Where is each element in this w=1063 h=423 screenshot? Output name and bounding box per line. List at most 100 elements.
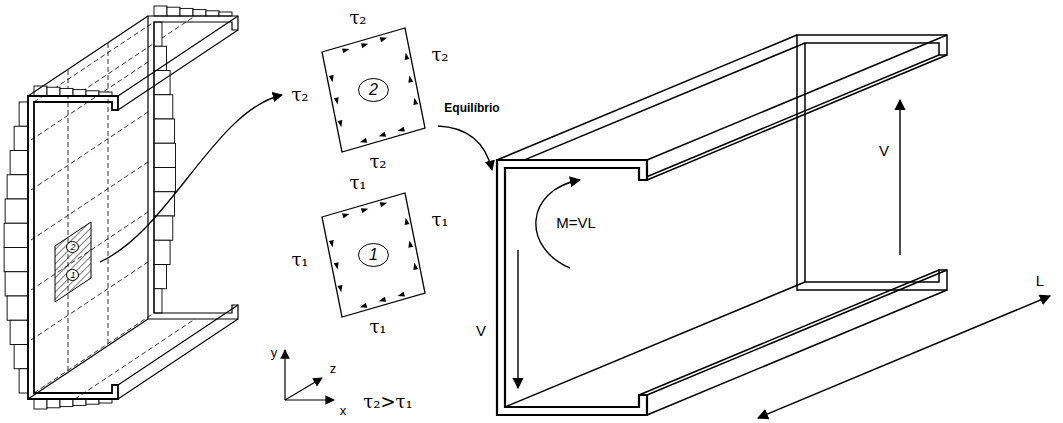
force-label: V	[476, 323, 486, 338]
channel-edges	[497, 35, 947, 415]
edge-line	[28, 16, 148, 96]
dashed-line	[108, 43, 109, 346]
shear-arrow	[361, 43, 368, 48]
stress-block	[47, 87, 60, 96]
shear-arrow	[342, 214, 349, 219]
dimension-line	[758, 296, 1050, 418]
stress-block	[154, 143, 175, 167]
stress-block	[154, 95, 173, 119]
stress-block	[154, 192, 175, 216]
edge-line	[28, 319, 148, 399]
moment-label: M=VL	[556, 215, 596, 230]
shear-arrow	[413, 98, 418, 105]
stress-block	[4, 223, 28, 247]
stress-block	[154, 289, 162, 313]
edge-line	[647, 35, 947, 160]
ellipse-shape	[67, 242, 79, 253]
shear-arrow	[413, 263, 418, 270]
stress-elements	[322, 28, 425, 317]
force-arrow	[517, 250, 518, 388]
shear-arrow	[408, 240, 413, 247]
edge-line	[118, 305, 238, 385]
dashed-line	[68, 70, 69, 373]
element-number: 1	[369, 247, 378, 263]
element-number: 1	[70, 271, 75, 280]
stress-block	[14, 345, 28, 369]
stress-label: τ₁	[349, 174, 366, 192]
shear-arrow	[398, 292, 405, 297]
pointer-arrow	[100, 95, 282, 262]
axis-line	[284, 350, 285, 400]
stress-block	[47, 399, 60, 408]
axis-line	[285, 378, 322, 400]
stress-label: τ₂	[369, 153, 386, 171]
number-ellipse: 2	[358, 78, 389, 102]
shear-arrow	[361, 208, 368, 213]
stress-block	[7, 175, 28, 199]
shear-arrow	[337, 120, 342, 127]
stress-block	[60, 88, 73, 96]
edge-line	[647, 55, 947, 180]
stress-block	[180, 8, 193, 16]
stress-block	[167, 7, 180, 16]
stress-block	[154, 71, 170, 95]
edge-line	[118, 16, 238, 96]
stress-block	[19, 369, 28, 393]
force-arrow	[899, 100, 900, 255]
arrow-caption: Equilíbrio	[444, 102, 499, 114]
shear-arrow	[398, 127, 405, 132]
stress-block	[5, 272, 28, 296]
stress-block	[34, 399, 47, 409]
stress-element	[322, 193, 425, 317]
stress-block	[154, 22, 162, 46]
dimension-label: L	[1036, 273, 1044, 288]
shear-arrow	[380, 202, 387, 207]
dashed-line	[34, 313, 154, 393]
dashed-grid	[31, 16, 195, 399]
edge-line	[118, 319, 238, 399]
stress-block	[154, 119, 175, 143]
axis-label: y	[271, 346, 278, 359]
shear-arrow	[405, 53, 410, 60]
number-ellipse: 1	[66, 269, 79, 281]
shear-arrow	[408, 75, 413, 82]
ellipse-shape	[359, 79, 389, 102]
force-label: V	[879, 143, 889, 158]
shear-arrow	[342, 49, 349, 54]
ellipse-shape	[359, 244, 389, 267]
edge-line	[647, 270, 947, 395]
stress-label: τ₂	[349, 9, 366, 27]
stress-label: τ₁	[431, 211, 448, 229]
stress-block	[206, 11, 219, 16]
element-number: 2	[369, 82, 378, 98]
stress-block	[4, 248, 28, 272]
axis-label: x	[340, 404, 347, 417]
dashed-line	[31, 110, 151, 190]
force-arrows	[518, 100, 1050, 418]
channel-edges	[28, 16, 238, 399]
shear-arrow	[334, 262, 339, 269]
shear-arrow	[337, 285, 342, 292]
shear-arrow	[405, 218, 410, 225]
stress-block	[73, 90, 86, 96]
stress-block	[7, 296, 28, 320]
stress-block	[19, 102, 28, 126]
channel-section	[497, 160, 647, 415]
stress-label: τ₂	[291, 86, 308, 104]
channel-section	[797, 35, 947, 290]
stress-element	[322, 28, 425, 152]
ellipse-shape	[67, 270, 79, 281]
shear-arrow	[380, 37, 387, 42]
stress-block	[5, 199, 28, 223]
stress-block	[10, 320, 28, 344]
shear-arrow	[379, 297, 386, 302]
stress-block	[10, 151, 28, 175]
element-number: 2	[70, 243, 75, 252]
stress-block	[60, 399, 73, 407]
stress-label: τ₁	[291, 251, 308, 269]
stress-block	[154, 265, 166, 289]
stress-block	[154, 168, 175, 192]
stress-block	[154, 6, 167, 16]
